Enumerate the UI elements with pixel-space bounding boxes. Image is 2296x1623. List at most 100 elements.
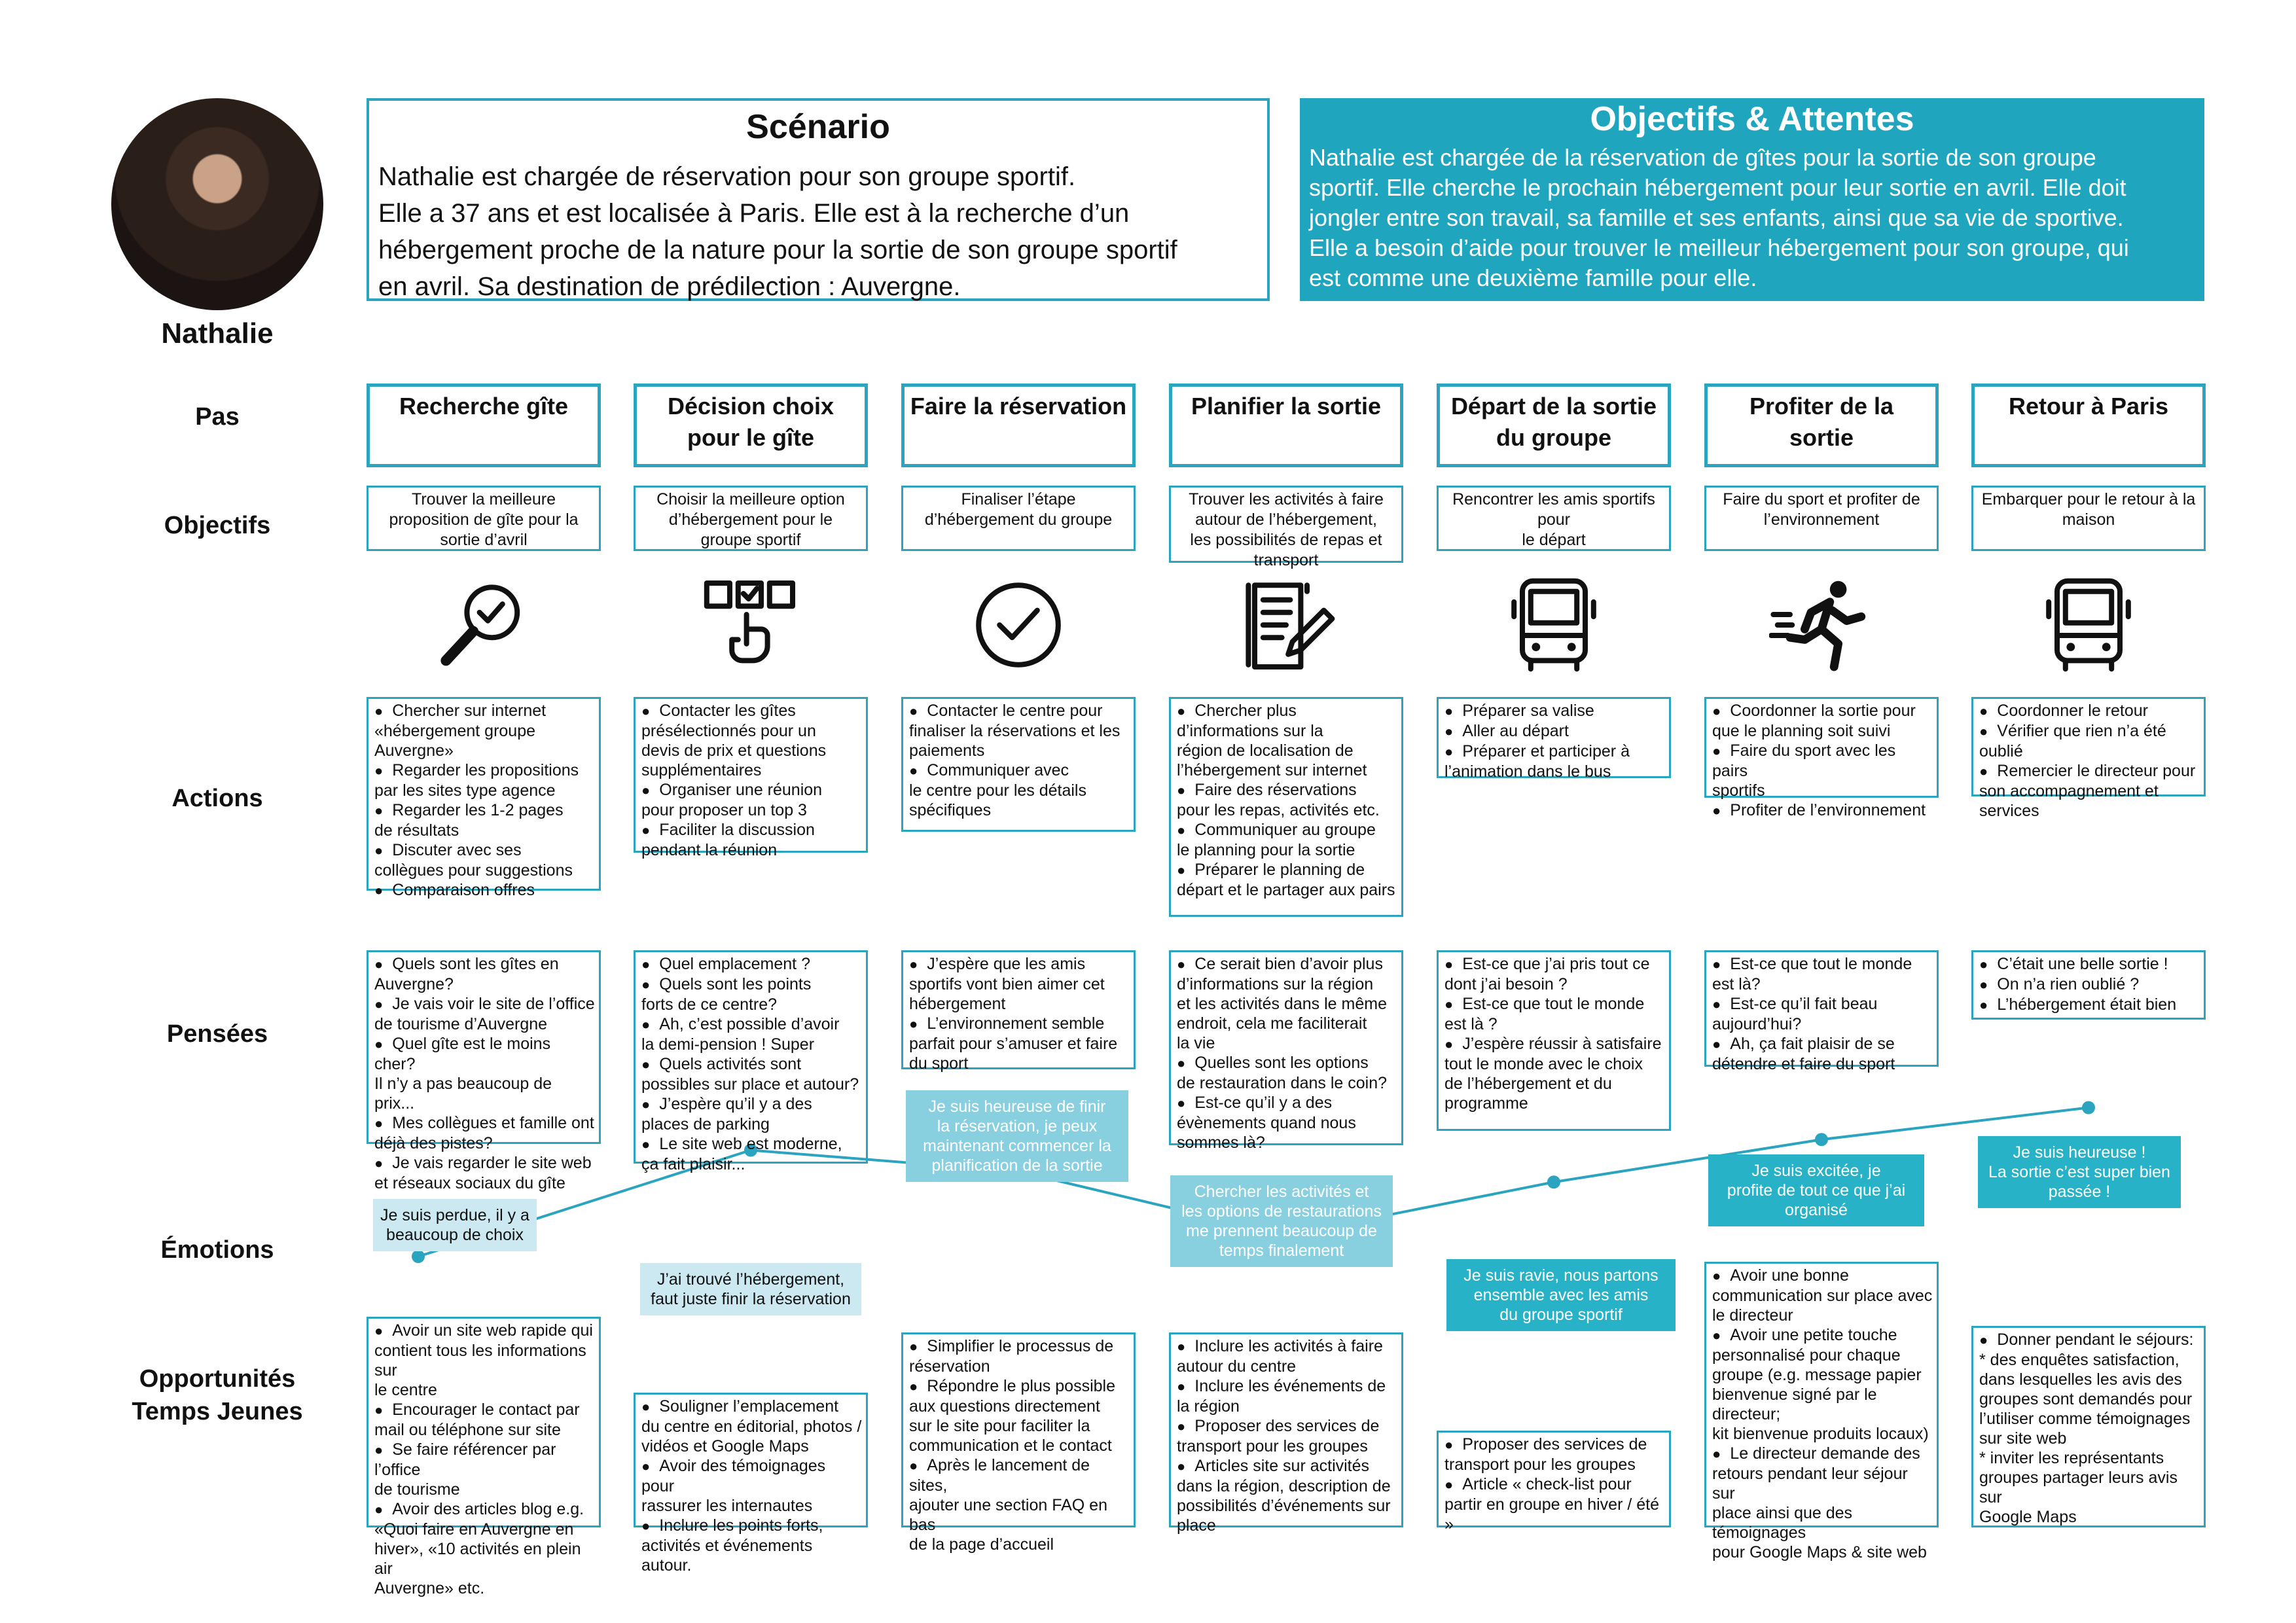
- thought-item-line: sommes là?: [1177, 1133, 1265, 1152]
- row-label-opportunites-line: Temps Jeunes: [132, 1398, 303, 1425]
- action-item-line: Chercher sur internet: [392, 702, 547, 720]
- action-item-line: pour les repas, activités etc.: [1177, 801, 1380, 819]
- row-label-pas: Pas: [195, 403, 240, 431]
- step-objective-line: autour de l’hébergement,: [1195, 510, 1377, 529]
- emotion-line: La sortie c’est super bien: [1988, 1163, 2170, 1181]
- opportunity-item-line: le centre: [374, 1381, 437, 1399]
- emotion-line: Je suis ravie, nous partons: [1463, 1266, 1659, 1285]
- thought-item: Quels sont les gîtes en Auvergne?: [372, 954, 596, 994]
- opportunity-item-line: sur site web: [1979, 1429, 2067, 1448]
- step-title-line: Retour à Paris: [2008, 393, 2169, 419]
- thought-item-line: détendre et faire du sport: [1712, 1055, 1895, 1073]
- thought-item-line: L’environnement semble: [927, 1014, 1105, 1033]
- opportunity-item-line: aux questions directement: [909, 1397, 1100, 1416]
- objectifs-attentes-text: Nathalie est chargée de la réservation d…: [1309, 143, 2195, 293]
- action-item: Profiter de l’environnement: [1710, 800, 1933, 821]
- emotion-line: passée !: [2048, 1183, 2111, 1201]
- step-objective-line: transport: [1253, 551, 1319, 569]
- thought-item-line: J’espère qu’il y a des: [659, 1095, 812, 1113]
- thought-item-line: Auvergne?: [374, 975, 454, 993]
- action-item-line: Préparer et participer à: [1462, 742, 1630, 760]
- thought-item-line: et réseaux sociaux du gîte: [374, 1174, 565, 1192]
- objectifs-line: sportif. Elle cherche le prochain héberg…: [1309, 174, 2126, 201]
- objectifs-attentes-panel: Objectifs & Attentes Nathalie est chargé…: [1300, 98, 2204, 301]
- bus-icon: [2036, 573, 2154, 690]
- thought-item-line: Ah, ça fait plaisir de se: [1730, 1035, 1895, 1053]
- opportunity-item-line: groupes sont demandés pour: [1979, 1390, 2193, 1408]
- opportunity-item-line: groupe (e.g. message papier: [1712, 1366, 1922, 1384]
- action-item-line: région de localisation de: [1177, 741, 1354, 760]
- step-objective-line: d’hébergement pour le: [668, 510, 833, 529]
- opportunity-item-line: Donner pendant le séjours:: [1997, 1330, 2194, 1349]
- opportunity-item-line: Avoir des articles blog e.g.: [392, 1500, 584, 1518]
- opportunity-item-line: Avoir une petite touche: [1730, 1326, 1897, 1344]
- objectifs-attentes-title: Objectifs & Attentes: [1590, 100, 1914, 138]
- step-actions-7: Coordonner le retourVérifier que rien n’…: [1971, 697, 2206, 820]
- opportunity-item-line: hiver», «10 activités en plein air: [374, 1540, 581, 1578]
- opportunity-item-line: vidéos et Google Maps: [641, 1437, 809, 1455]
- opportunity-item-line: Inclure les points forts,: [659, 1516, 823, 1535]
- step-title-line: Décision choix: [667, 393, 834, 419]
- scenario-text: Nathalie est chargée de réservation pour…: [378, 158, 1258, 305]
- thought-item: L’hébergement était bien: [1977, 995, 2200, 1015]
- opportunity-item-line: communication et le contact: [909, 1436, 1112, 1455]
- action-item-line: l’hébergement sur internet: [1177, 761, 1367, 779]
- action-item-line: départ et le partager aux pairs: [1177, 881, 1395, 899]
- thought-item-line: Quels sont les points: [659, 975, 812, 993]
- emotion-bubble-7: Je suis heureuse !La sortie c’est super …: [1978, 1136, 2181, 1208]
- action-item: Aller au départ: [1442, 721, 1666, 741]
- row-label-opportunites: Opportunités Temps Jeunes: [111, 1363, 323, 1428]
- opportunity-item-line: le directeur: [1712, 1306, 1793, 1325]
- opportunity-item-line: partir en groupe en hiver / été »: [1444, 1495, 1659, 1533]
- row-label-pensees: Pensées: [166, 1020, 268, 1048]
- thought-item-line: Quels sont les gîtes en: [392, 955, 559, 973]
- action-item-line: Regarder les 1-2 pages: [392, 801, 564, 819]
- emotion-line: beaucoup de choix: [386, 1226, 524, 1244]
- opportunity-item-line: rassurer les internautes: [641, 1497, 813, 1515]
- thought-item-line: J’espère que les amis: [927, 955, 1086, 973]
- objectifs-line: Elle a besoin d’aide pour trouver le mei…: [1309, 234, 2129, 261]
- action-item-line: Aller au départ: [1462, 722, 1569, 740]
- thought-item: Quels sont les points forts de ce centre?: [639, 974, 863, 1014]
- emotion-line: maintenant commencer la: [923, 1137, 1111, 1155]
- step-title-line: sortie: [1789, 424, 1854, 451]
- thought-item-line: forts de ce centre?: [641, 995, 778, 1014]
- emotion-line: faut juste finir la réservation: [651, 1290, 851, 1308]
- step-title-line: Planifier la sortie: [1191, 393, 1382, 419]
- action-item-line: le centre pour les détails: [909, 781, 1086, 800]
- opportunity-item-line: activités et événements autour.: [641, 1537, 813, 1575]
- action-item: Coordonner le retour: [1977, 701, 2200, 721]
- action-item-line: l’animation dans le bus: [1444, 762, 1611, 781]
- action-item-line: son accompagnement et: [1979, 782, 2159, 800]
- thought-item-line: déjà des pistes?: [374, 1134, 493, 1152]
- opportunity-item: Avoir des articles blog e.g.«Quoi faire …: [372, 1499, 596, 1598]
- thought-item-line: Quelles sont les options: [1194, 1054, 1369, 1072]
- emotion-line: les options de restaurations: [1181, 1202, 1382, 1221]
- step-objective-line: maison: [2062, 510, 2115, 529]
- thought-item-line: tout le monde avec le choix: [1444, 1055, 1643, 1073]
- step-title-1: Recherche gîte: [367, 383, 601, 467]
- opportunity-item-line: groupes partager leurs avis sur: [1979, 1469, 2178, 1507]
- emotion-line: temps finalement: [1219, 1241, 1344, 1260]
